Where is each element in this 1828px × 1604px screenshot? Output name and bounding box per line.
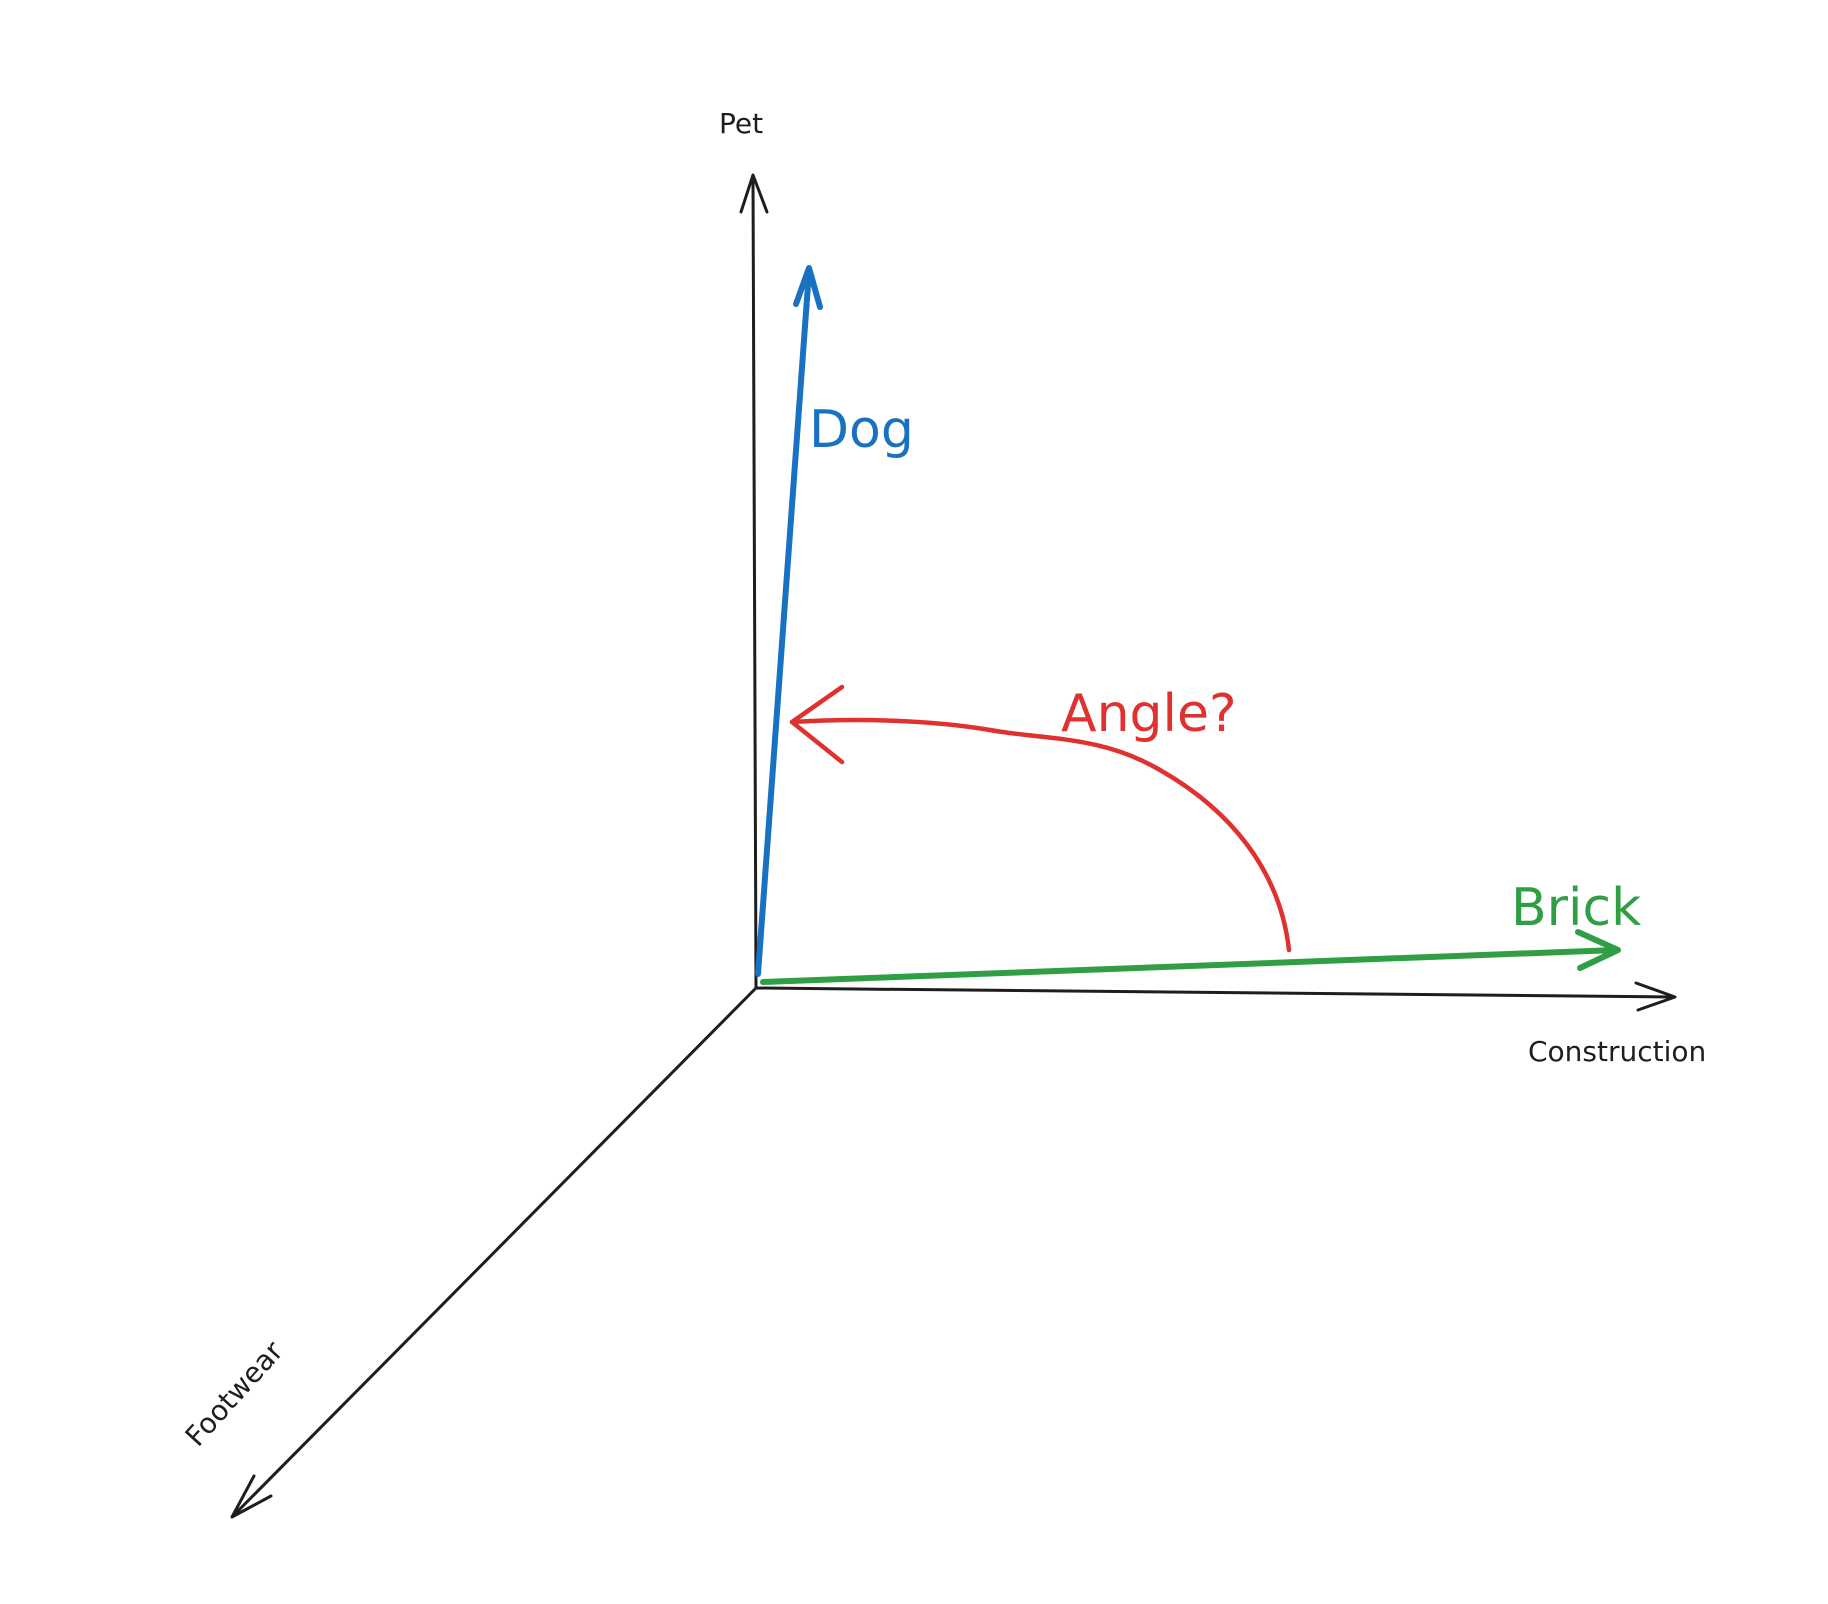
pet-axis-arrowhead bbox=[739, 173, 769, 214]
construction-axis-label: Construction bbox=[1528, 1035, 1706, 1068]
footwear-axis-label: Footwear bbox=[179, 1334, 290, 1452]
brick-vector-arrowhead bbox=[1575, 929, 1621, 971]
dog-vector-arrowhead bbox=[793, 265, 823, 310]
angle-arc bbox=[789, 684, 1292, 953]
footwear-axis-arrowhead bbox=[230, 1474, 273, 1519]
construction-axis bbox=[754, 986, 1675, 999]
pet-axis-label: Pet bbox=[719, 107, 763, 140]
dog-vector-label: Dog bbox=[809, 400, 914, 460]
construction-axis-arrowhead bbox=[1634, 981, 1677, 1012]
angle-label: Angle? bbox=[1061, 684, 1237, 744]
angle-arc-arrowhead bbox=[789, 684, 845, 765]
axes bbox=[230, 173, 1677, 1519]
brick-vector bbox=[760, 929, 1621, 985]
dog-vector bbox=[755, 265, 823, 977]
angle-arc-line bbox=[789, 717, 1292, 953]
dog-vector-line bbox=[755, 268, 812, 977]
brick-vector-line bbox=[760, 947, 1619, 985]
footwear-axis bbox=[232, 986, 758, 1517]
brick-vector-label: Brick bbox=[1511, 878, 1641, 938]
pet-axis bbox=[751, 175, 758, 990]
